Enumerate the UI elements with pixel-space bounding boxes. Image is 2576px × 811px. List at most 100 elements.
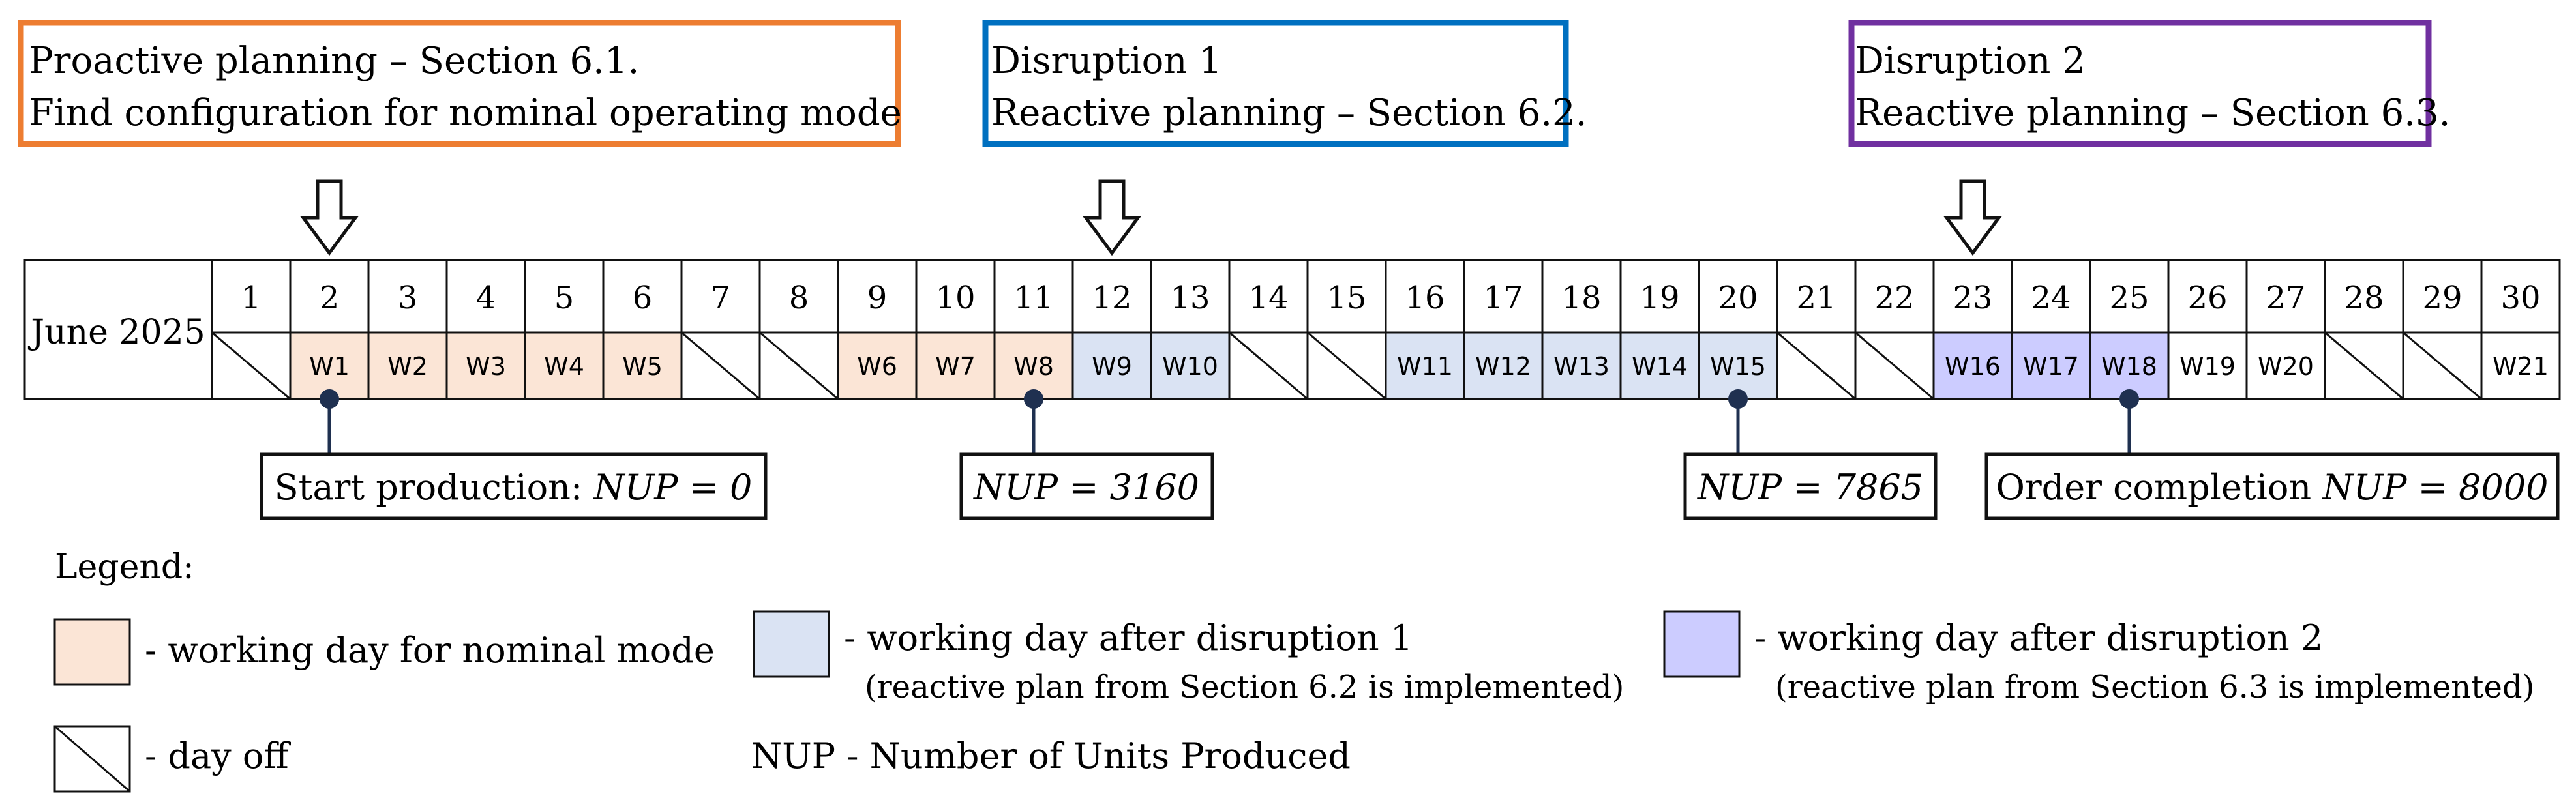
phase-box-proactive-line1: Proactive planning – Section 6.1. <box>29 40 639 82</box>
day-number: 5 <box>554 280 575 316</box>
work-day-cell <box>524 331 605 400</box>
day-number: 3 <box>398 280 418 316</box>
work-day-label: W16 <box>1945 352 2001 381</box>
day-off-diagonal <box>1229 331 1308 400</box>
day-number: 17 <box>1483 280 1523 316</box>
day-header-cell <box>1776 259 1857 334</box>
day-number: 24 <box>2031 280 2071 316</box>
day-number: 20 <box>1718 280 1758 316</box>
work-day-cell <box>602 331 683 400</box>
work-day-cell <box>1385 331 1465 400</box>
work-day-label: W18 <box>2101 352 2157 381</box>
day-number: 30 <box>2500 280 2540 316</box>
milestone-completion: Order completion NUP = 8000 <box>1984 452 2560 520</box>
day-off-diagonal <box>211 331 291 400</box>
day-number: 21 <box>1796 280 1836 316</box>
milestone-start: Start production: NUP = 0 <box>260 452 768 520</box>
legend-note-disruption-2: (reactive plan from Section 6.3 is imple… <box>1775 669 2534 705</box>
day-header-cell <box>524 259 605 334</box>
day-number: 25 <box>2109 280 2149 316</box>
day-header-cell <box>2167 259 2248 334</box>
work-day-label: W4 <box>544 352 584 381</box>
day-number: 6 <box>633 280 653 316</box>
milestone-dot <box>2119 389 2139 409</box>
work-day-label: W1 <box>309 352 350 381</box>
work-day-cell <box>2011 331 2091 400</box>
day-header-cell <box>1619 259 1700 334</box>
day-number: 29 <box>2422 280 2462 316</box>
phase-box-disruption-1-line2: Reactive planning – Section 6.2. <box>991 92 1587 134</box>
day-header-cell <box>993 259 1074 334</box>
legend-swatch-nominal <box>53 618 131 686</box>
day-header-cell <box>602 259 683 334</box>
work-day-label: W8 <box>1013 352 1054 381</box>
day-header-cell <box>367 259 448 334</box>
day-header-cell <box>2089 259 2170 334</box>
phase-box-disruption-1-line1: Disruption 1 <box>991 40 1222 82</box>
legend-day-off-diagonal <box>54 725 130 793</box>
work-day-cell <box>2245 331 2326 400</box>
day-header-cell <box>445 259 526 334</box>
work-day-label: W12 <box>1475 352 1531 381</box>
day-number: 15 <box>1326 280 1366 316</box>
day-number: 13 <box>1170 280 1210 316</box>
work-day-cell <box>1463 331 1544 400</box>
phase-box-disruption-2-line2: Reactive planning – Section 6.3. <box>1855 92 2450 134</box>
work-day-cell <box>837 331 918 400</box>
day-header-cell <box>1541 259 1622 334</box>
phase-box-proactive: Proactive planning – Section 6.1. Find c… <box>18 20 902 147</box>
legend-label-disruption-1: - working day after disruption 1 <box>844 617 1413 658</box>
work-day-cell <box>1619 331 1700 400</box>
work-day-cell <box>2480 331 2561 400</box>
day-number: 7 <box>711 280 731 316</box>
day-number: 23 <box>1953 280 1992 316</box>
legend-label-nominal: - working day for nominal mode <box>145 630 715 671</box>
milestone-disruption-1-nup: NUP = 3160 <box>972 467 1199 508</box>
phase-box-proactive-line2: Find configuration for nominal operating… <box>29 92 902 134</box>
day-off-diagonal <box>1855 331 1934 400</box>
day-header-cell <box>2324 259 2404 334</box>
day-header-cell <box>1150 259 1231 334</box>
milestones: Start production: NUP = 0 NUP = 3160 NUP… <box>260 389 2560 520</box>
work-day-label: W21 <box>2493 352 2549 381</box>
day-number: 11 <box>1013 280 1053 316</box>
phase-box-disruption-1: Disruption 1 Reactive planning – Section… <box>982 20 1587 147</box>
work-day-cell <box>1150 331 1231 400</box>
legend-swatch-disruption-2 <box>1663 610 1741 678</box>
milestone-disruption-2-nup: NUP = 7865 <box>1696 467 1923 508</box>
legend-label-day-off: - day off <box>145 735 291 776</box>
work-day-cell <box>1932 331 2013 400</box>
work-day-label: W17 <box>2023 352 2079 381</box>
work-day-label: W3 <box>466 352 506 381</box>
milestone-start-prefix: Start production: <box>275 467 594 508</box>
down-arrow-icon <box>1083 179 1141 256</box>
milestone-completion-nup: NUP = 8000 <box>2321 467 2548 508</box>
milestone-disruption-1: NUP = 3160 <box>959 452 1214 520</box>
down-arrow-icon <box>1943 179 2002 256</box>
day-header-cell <box>1854 259 1935 334</box>
day-number: 14 <box>1248 280 1288 316</box>
day-off-diagonal <box>681 331 760 400</box>
day-number: 16 <box>1405 280 1445 316</box>
phase-arrows <box>300 179 2002 256</box>
day-number: 4 <box>476 280 496 316</box>
day-number: 19 <box>1640 280 1679 316</box>
work-day-cell <box>2167 331 2248 400</box>
month-label: June 2025 <box>27 313 205 352</box>
legend-label-disruption-2: - working day after disruption 2 <box>1754 617 2323 658</box>
day-header-cell <box>1698 259 1778 334</box>
day-number: 26 <box>2187 280 2227 316</box>
work-day-label: W9 <box>1092 352 1132 381</box>
day-number: 18 <box>1561 280 1601 316</box>
day-header-cell <box>837 259 918 334</box>
phase-box-disruption-2: Disruption 2 Reactive planning – Section… <box>1848 20 2450 147</box>
work-day-label: W7 <box>935 352 976 381</box>
legend-title: Legend: <box>55 548 194 587</box>
work-day-label: W19 <box>2179 352 2236 381</box>
day-header-cell <box>1228 259 1309 334</box>
legend-label-nup: NUP - Number of Units Produced <box>751 735 1351 776</box>
day-number: 9 <box>867 280 888 316</box>
work-day-label: W15 <box>1710 352 1766 381</box>
